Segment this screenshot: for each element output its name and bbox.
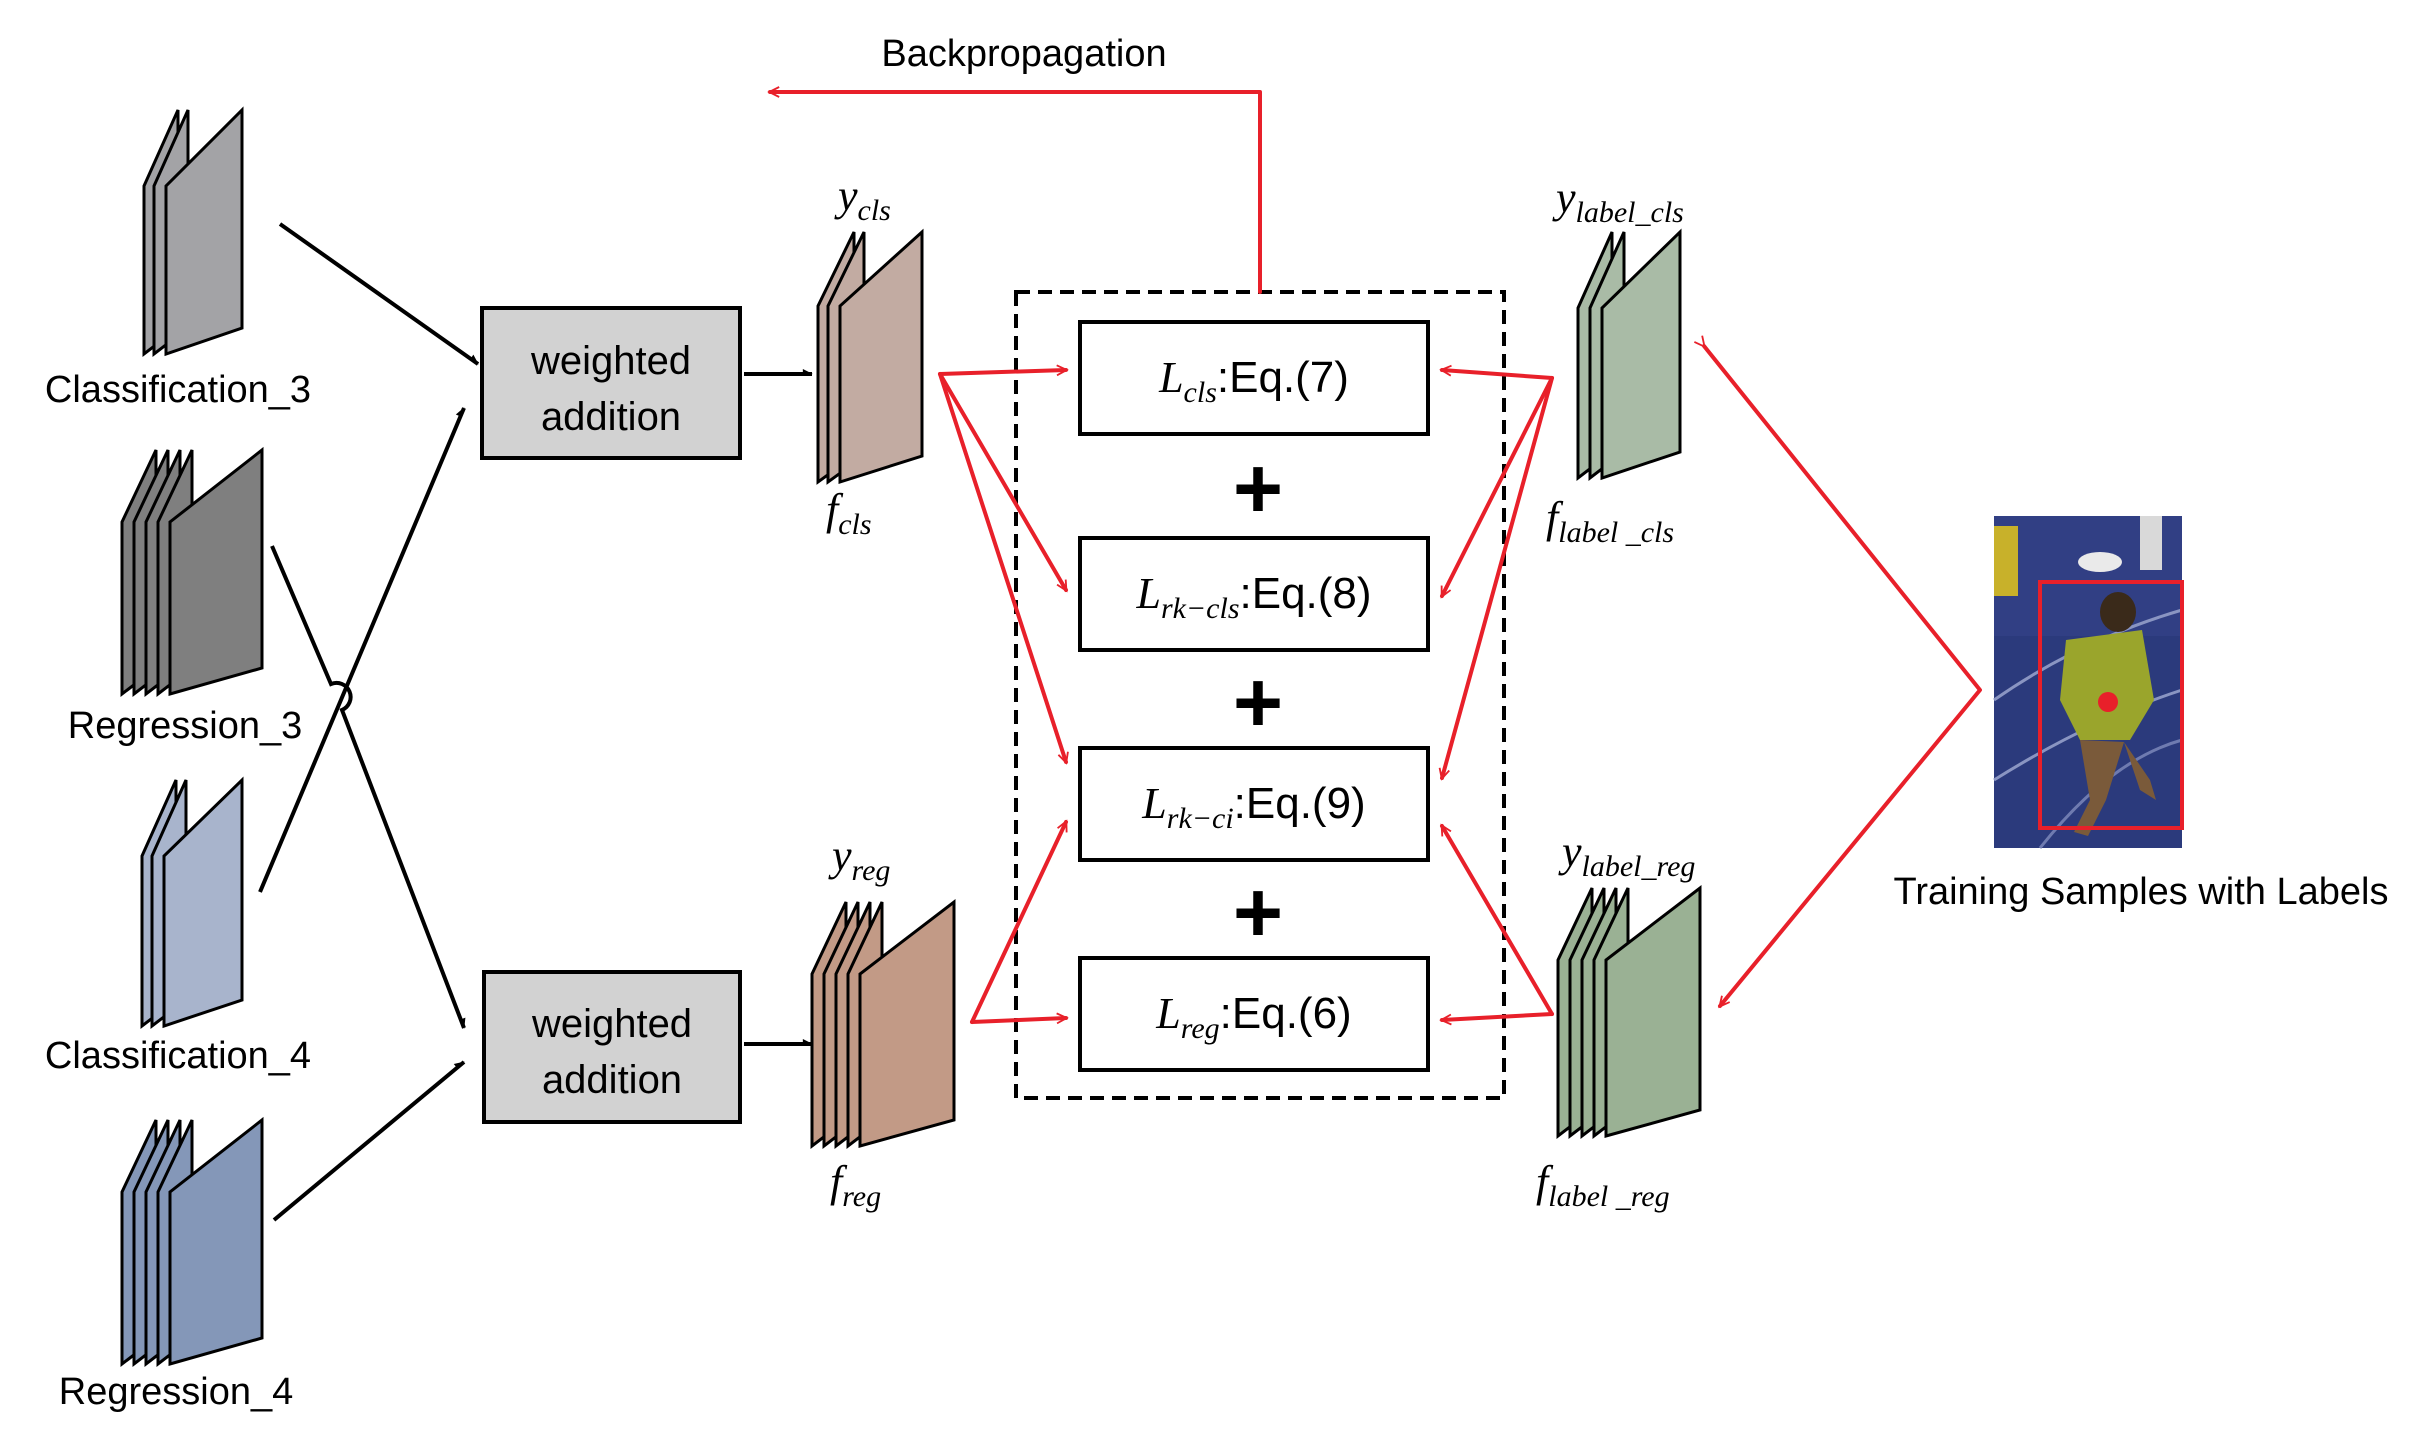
loss-box-rk-cls: Lrk−cls:Eq.(8) — [1078, 536, 1430, 652]
f-reg-label: freg — [830, 1157, 881, 1213]
loss-rk-cls-symbol: L — [1135, 569, 1160, 618]
arrow-flabelreg-to-lreg — [1439, 1012, 1554, 1026]
arrow-freg-to-lrkci — [970, 819, 1068, 1024]
svg-text:Lcls:Eq.(7): Lcls:Eq.(7) — [1158, 353, 1349, 409]
weighted-addition-bottom-line1: weighted — [531, 1002, 692, 1046]
plus-sign-3: + — [1233, 865, 1283, 961]
regression-3-stack — [120, 446, 264, 698]
arrow-flabelcls-to-lcls — [1439, 364, 1554, 380]
weighted-addition-top: weighted addition — [480, 306, 742, 460]
training-samples-label: Training Samples with Labels — [1894, 871, 2389, 913]
backpropagation-arrow — [767, 86, 1262, 294]
f-cls-label: fcls — [826, 485, 872, 541]
loss-reg-symbol: L — [1155, 989, 1180, 1038]
y-cls-label: ycls — [834, 171, 891, 227]
loss-cls-symbol: L — [1158, 353, 1183, 402]
plus-sign-1: + — [1233, 441, 1283, 537]
y-label-reg-label: ylabel_reg — [1558, 827, 1695, 883]
loss-rk-ci-eq: :Eq.(9) — [1234, 779, 1366, 828]
classification-4-stack — [140, 776, 244, 1030]
f-cls-stack — [816, 228, 924, 485]
arrow-samples-to-labels — [1693, 335, 1982, 1009]
loss-box-rk-ci: Lrk−ci:Eq.(9) — [1078, 746, 1430, 862]
regression-4-stack — [120, 1116, 264, 1368]
svg-text:Lrk−ci:Eq.(9): Lrk−ci:Eq.(9) — [1141, 779, 1365, 835]
classification-3-stack — [142, 106, 244, 358]
y-label-cls-label: ylabel_cls — [1552, 173, 1684, 229]
input-arrows — [258, 222, 813, 1222]
arrow-freg-to-lreg — [970, 1012, 1069, 1025]
regression-3-label: Regression_3 — [68, 705, 302, 747]
weighted-addition-bottom: weighted addition — [482, 970, 742, 1124]
f-label-cls-stack — [1576, 228, 1682, 482]
weighted-addition-top-line2: addition — [541, 395, 681, 439]
arrow-flabelcls-to-lrkcls — [1440, 376, 1554, 599]
weighted-addition-bottom-line2: addition — [542, 1058, 682, 1102]
arrow-cls4-to-top-add — [258, 407, 466, 893]
arrow-fcls-to-lrkci — [938, 372, 1069, 765]
arrow-flabelcls-to-lrkci — [1438, 376, 1554, 781]
classification-3-label: Classification_3 — [45, 369, 311, 411]
loss-cls-sub: cls — [1184, 376, 1217, 409]
loss-box-reg: Lreg:Eq.(6) — [1078, 956, 1430, 1072]
loss-box-cls: Lcls:Eq.(7) — [1078, 320, 1430, 436]
plus-sign-2: + — [1233, 655, 1283, 751]
loss-rk-cls-eq: :Eq.(8) — [1240, 569, 1372, 618]
arrow-cls3-to-top-add — [278, 222, 480, 366]
regression-4-label: Regression_4 — [59, 1371, 293, 1413]
f-label-cls-label: flabel _cls — [1546, 493, 1674, 549]
backpropagation-label: Backpropagation — [881, 33, 1166, 75]
arrow-flabelreg-to-lrkci — [1440, 823, 1554, 1016]
arrow-reg4-to-bottom-add — [272, 1060, 466, 1222]
svg-text:Lrk−cls:Eq.(8): Lrk−cls:Eq.(8) — [1135, 569, 1371, 625]
f-label-reg-label: flabel _reg — [1536, 1157, 1670, 1213]
training-sample-image — [1993, 516, 2184, 849]
loss-reg-eq: :Eq.(6) — [1220, 989, 1352, 1038]
loss-rk-ci-symbol: L — [1141, 779, 1166, 828]
f-reg-stack — [810, 898, 956, 1150]
weighted-addition-top-line1: weighted — [530, 339, 691, 383]
loss-cls-eq: :Eq.(7) — [1217, 353, 1349, 402]
arrow-fcls-to-lrkcls — [938, 372, 1068, 593]
classification-4-label: Classification_4 — [45, 1035, 311, 1077]
f-label-reg-stack — [1556, 884, 1702, 1140]
arrow-reg3-to-bottom-add — [270, 545, 466, 1029]
svg-text:Lreg:Eq.(6): Lreg:Eq.(6) — [1155, 989, 1351, 1045]
loss-reg-sub: reg — [1181, 1012, 1220, 1045]
loss-rk-cls-sub: rk−cls — [1161, 592, 1240, 625]
arrow-fcls-to-lcls — [938, 364, 1069, 377]
y-reg-label: yreg — [828, 831, 890, 887]
red-loss-arrows — [767, 86, 1982, 1026]
loss-rk-ci-sub: rk−ci — [1167, 802, 1234, 835]
